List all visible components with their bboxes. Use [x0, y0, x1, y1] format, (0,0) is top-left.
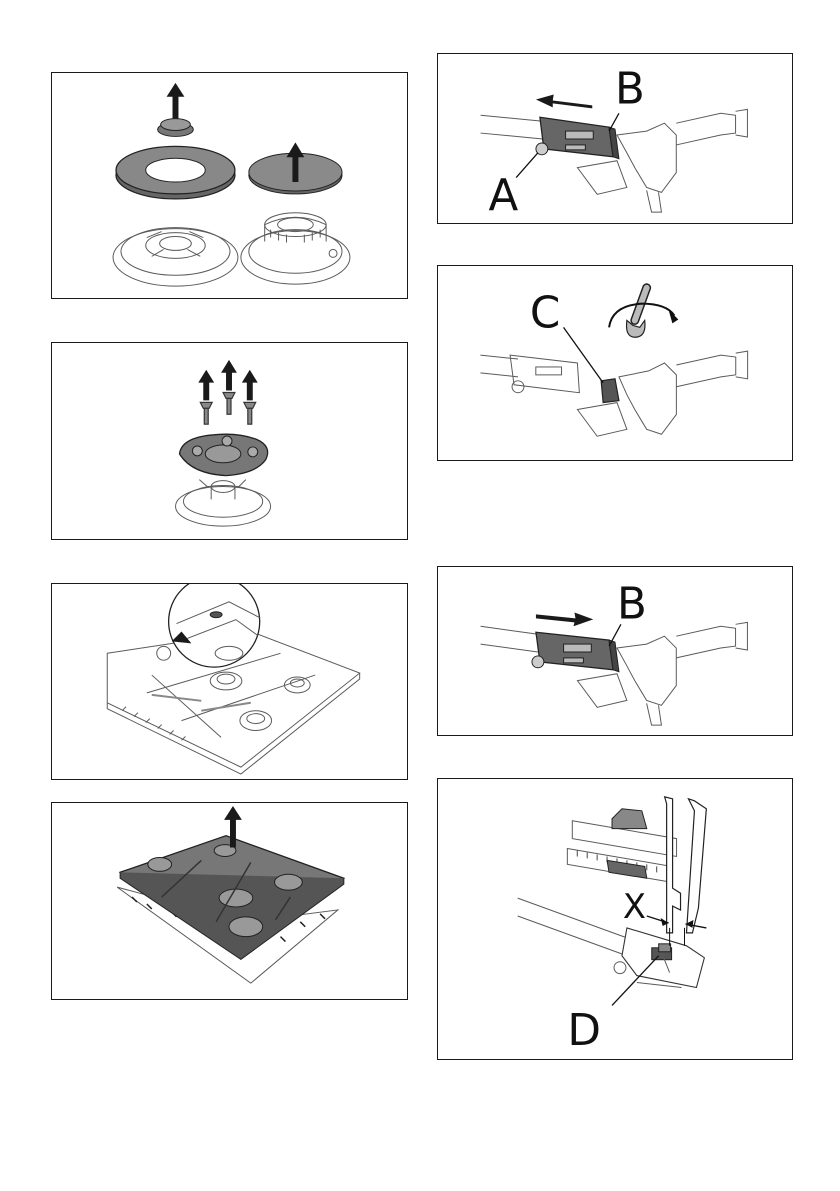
lift-top-illustration [52, 803, 407, 999]
label-c: C [530, 288, 560, 338]
up-arrow-icon [198, 370, 214, 401]
measure-gap-illustration: X D [438, 779, 792, 1059]
pull-sleeve-illustration: B A [438, 54, 792, 223]
up-arrow-icon [167, 83, 185, 120]
magnifier-callout [169, 584, 260, 667]
figure-burner-removal [51, 72, 408, 299]
up-arrow-icon [221, 360, 237, 391]
label-d: D [567, 1005, 601, 1056]
figure-unscrew-nozzle: C [437, 265, 793, 461]
figure-measure-gap: X D [437, 778, 793, 1060]
figure-push-sleeve: B [437, 566, 793, 736]
figure-pull-sleeve: B A [437, 53, 793, 224]
figure-lift-top [51, 802, 408, 1000]
left-arrow-icon [536, 95, 592, 109]
label-b: B [617, 579, 647, 629]
figure-hob-screw-detail [51, 583, 408, 780]
unscrew-nozzle-illustration: C [438, 266, 792, 460]
label-b: B [615, 64, 645, 114]
screw-removal-illustration [52, 343, 407, 539]
wrench-icon [627, 288, 647, 337]
up-arrow-icon [242, 370, 258, 401]
label-x: X [623, 887, 646, 926]
figure-screw-removal [51, 342, 408, 540]
burner-removal-illustration [52, 73, 407, 298]
push-sleeve-illustration: B [438, 567, 792, 735]
label-a: A [488, 171, 518, 221]
hob-screw-detail-illustration [52, 584, 407, 779]
right-arrow-icon [536, 612, 593, 626]
